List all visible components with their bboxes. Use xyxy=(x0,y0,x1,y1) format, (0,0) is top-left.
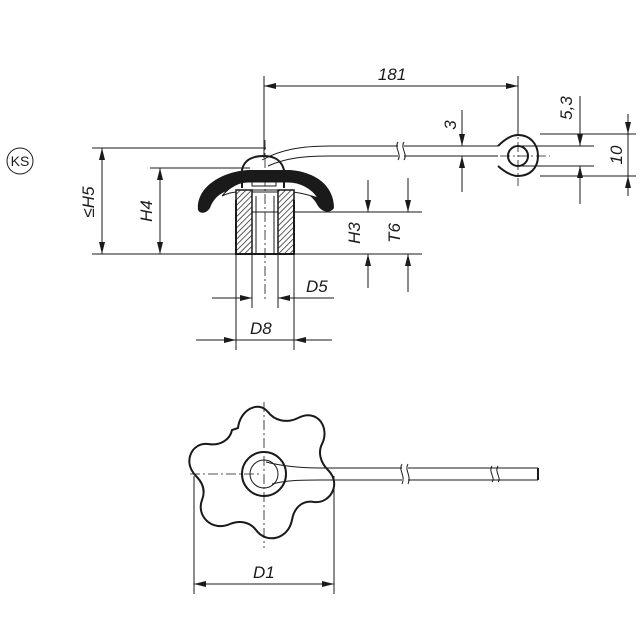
dim-length-label: 181 xyxy=(378,65,406,84)
hub-section-right xyxy=(277,189,295,255)
dim-hole-diameter-label: 5,3 xyxy=(557,96,576,120)
dim-knob-diameter-label: D1 xyxy=(253,563,275,582)
knob-cap xyxy=(197,170,334,213)
dim-hole-diameter: 5,3 xyxy=(520,96,594,204)
dim-knob-diameter: D1 xyxy=(193,476,335,594)
ks-badge: KS xyxy=(6,147,34,175)
side-view xyxy=(197,124,550,300)
dim-bore-diameter-label: D5 xyxy=(306,277,328,296)
clamp-slot xyxy=(251,171,277,187)
dim-bore-diameter: D5 xyxy=(212,254,334,308)
cable-break-left xyxy=(396,141,400,161)
cable-top-break2-right xyxy=(496,465,500,483)
dim-overall-height-label: ≤H5 xyxy=(79,186,98,218)
dim-hub-diameter: D8 xyxy=(196,254,332,350)
dim-insert-height: H3 xyxy=(294,180,422,288)
star-knob-outline xyxy=(188,405,335,540)
dim-overall-height: ≤H5 xyxy=(79,147,266,255)
cable-top-break-right xyxy=(406,463,410,485)
ks-badge-circle xyxy=(6,147,34,175)
cable-bottom xyxy=(267,155,398,167)
cable-top xyxy=(261,145,398,161)
hub-section-left xyxy=(235,189,253,255)
dim-knob-height-label: H4 xyxy=(137,200,156,222)
dim-lug-thickness: 3 xyxy=(441,110,465,192)
dim-thread-depth-label: T6 xyxy=(385,223,404,243)
top-view xyxy=(188,402,539,548)
dim-lug-width-label: 10 xyxy=(607,145,626,164)
cable-top-view-lower xyxy=(271,479,402,485)
ks-badge-text: KS xyxy=(11,153,30,169)
cable-top-view-upper xyxy=(265,461,402,469)
dim-thread-depth: T6 xyxy=(385,178,411,292)
dim-insert-height-label: H3 xyxy=(345,222,364,244)
cable-top-break2-left xyxy=(490,465,494,483)
cable-break-right xyxy=(402,141,406,161)
cable-top-break-left xyxy=(400,463,404,485)
dim-lug-width: 10 xyxy=(540,114,636,196)
dim-lug-thickness-label: 3 xyxy=(441,120,460,130)
dim-length: 181 xyxy=(263,65,519,158)
dim-knob-height: H4 xyxy=(137,167,250,254)
dim-hub-diameter-label: D8 xyxy=(250,319,272,338)
